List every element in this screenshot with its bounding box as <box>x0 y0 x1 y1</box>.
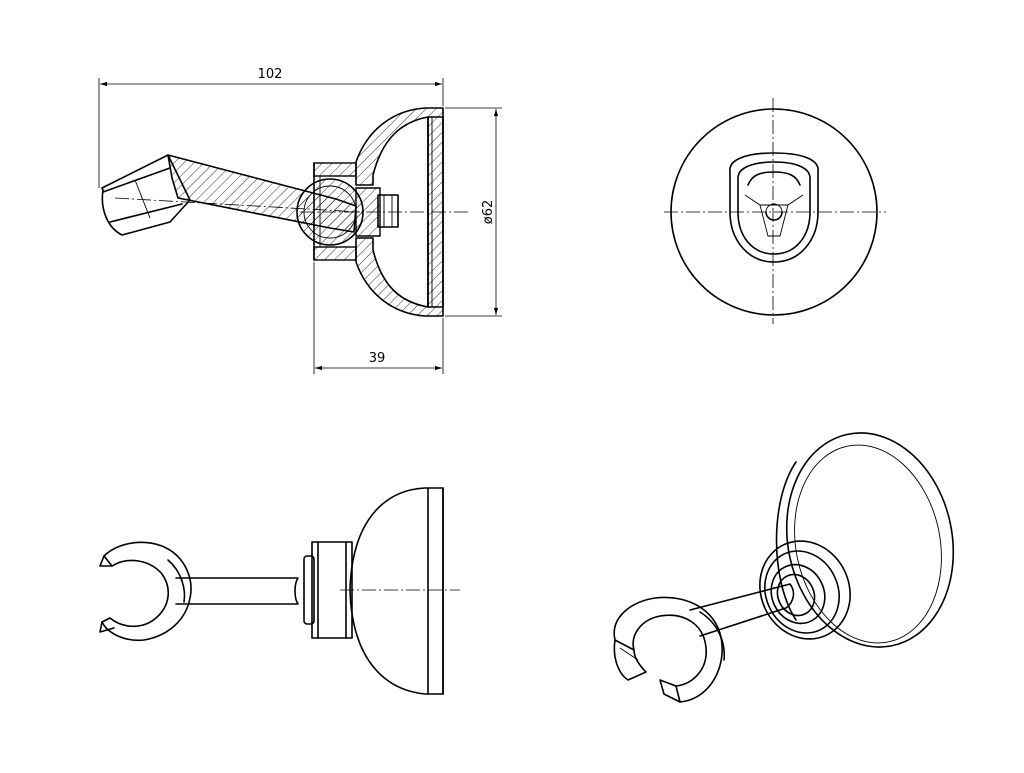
dim-overall-width: 102 <box>258 67 283 82</box>
collar-top <box>313 162 357 177</box>
cradle-cup-outer <box>729 152 819 263</box>
iso-rod <box>689 583 795 637</box>
iso-c-cradle <box>613 596 723 703</box>
screw-insert <box>377 194 399 228</box>
iso-wall-plate <box>785 432 955 648</box>
side-rod <box>175 577 299 605</box>
iso-collar-outer <box>759 540 851 640</box>
wall-plate-outline <box>670 108 878 316</box>
side-c-cradle <box>101 541 192 642</box>
side-view <box>99 487 460 695</box>
front-view <box>664 98 886 324</box>
cradle-end <box>101 154 191 236</box>
section-view: 102 ø62 39 <box>98 67 502 374</box>
isometric-view <box>613 432 955 703</box>
holder-arm-section <box>167 154 357 233</box>
dim-depth: 39 <box>369 351 386 366</box>
collar-bottom <box>313 246 357 261</box>
side-dome <box>349 487 444 695</box>
dim-diameter: ø62 <box>481 200 496 225</box>
